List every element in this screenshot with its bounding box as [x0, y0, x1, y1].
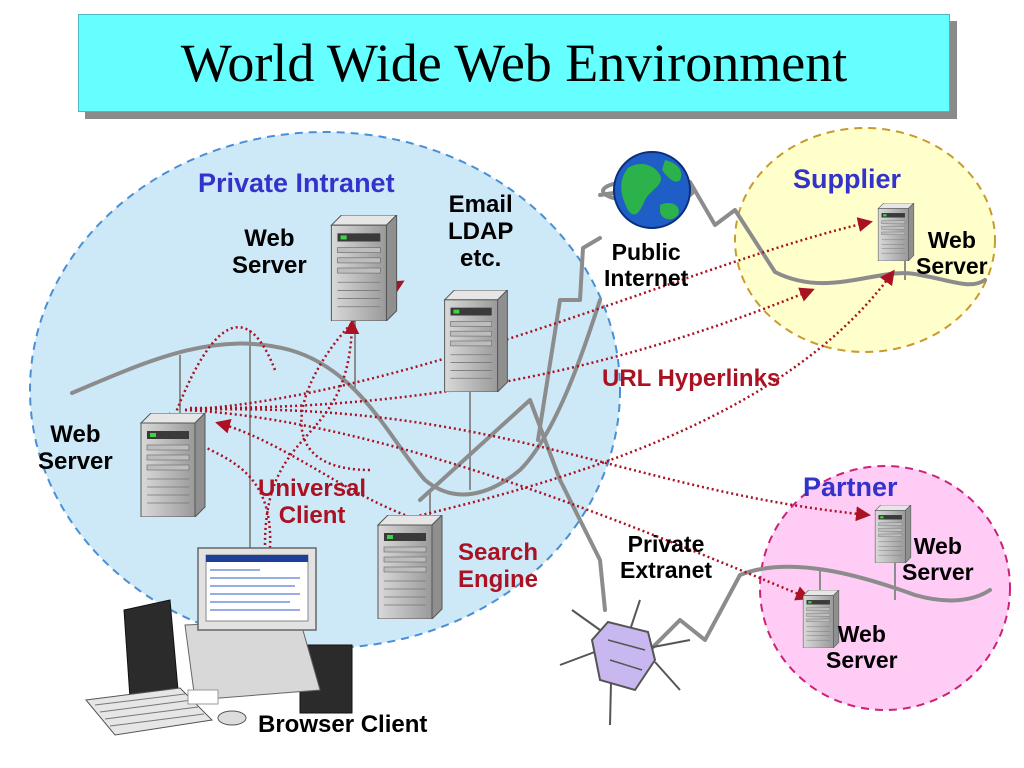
partner-web-server-label: Web Server	[826, 621, 898, 673]
supplier-web-server-label: Web Server	[916, 227, 988, 279]
web-server-label: Web Server	[38, 421, 113, 475]
desktop-computer-icon	[85, 547, 353, 736]
intranet-label: Private Intranet	[198, 168, 395, 198]
server-tower-icon	[140, 413, 206, 517]
hyperlink-arrow	[165, 412, 272, 549]
server-tower-icon	[377, 515, 443, 619]
partner-zone	[759, 465, 1011, 711]
browser-client-label: Browser Client	[258, 711, 428, 738]
globe-icon	[601, 151, 695, 229]
hyperlink-arrow	[300, 280, 405, 472]
partner-label: Partner	[803, 472, 898, 502]
hyperlink-arrow	[263, 319, 360, 546]
server-tower-icon	[877, 203, 915, 261]
extranet-link	[418, 398, 607, 612]
hyperlink-arrow	[189, 287, 815, 410]
email-ldap-label: Email LDAP etc.	[448, 191, 514, 272]
server-tower-icon	[330, 215, 398, 321]
hyperlink-arrow	[215, 418, 406, 517]
server-tower-icon	[444, 290, 508, 392]
hyperlink-arrow	[399, 269, 895, 522]
partner-web-server-label: Web Server	[902, 533, 974, 585]
partner-link	[638, 564, 992, 662]
hyperlink-arrow	[184, 408, 811, 601]
hyperlink-arrow	[173, 326, 277, 416]
page-title: World Wide Web Environment	[180, 33, 848, 93]
satellite-icon	[559, 599, 691, 726]
search-engine-label: Search Engine	[458, 539, 539, 593]
internet-link	[536, 236, 602, 442]
title-banner: World Wide Web Environment	[78, 14, 950, 112]
web-server-label: Web Server	[232, 225, 307, 279]
hyperlink-arrow	[184, 217, 873, 412]
url-hyperlinks-label: URL Hyperlinks	[602, 365, 781, 392]
public-internet-label: Public Internet	[604, 239, 689, 291]
intranet-backbone	[70, 298, 602, 497]
supplier-label: Supplier	[793, 164, 902, 194]
private-extranet-label: Private Extranet	[620, 531, 713, 583]
universal-client-label: Universal Client	[258, 475, 367, 529]
